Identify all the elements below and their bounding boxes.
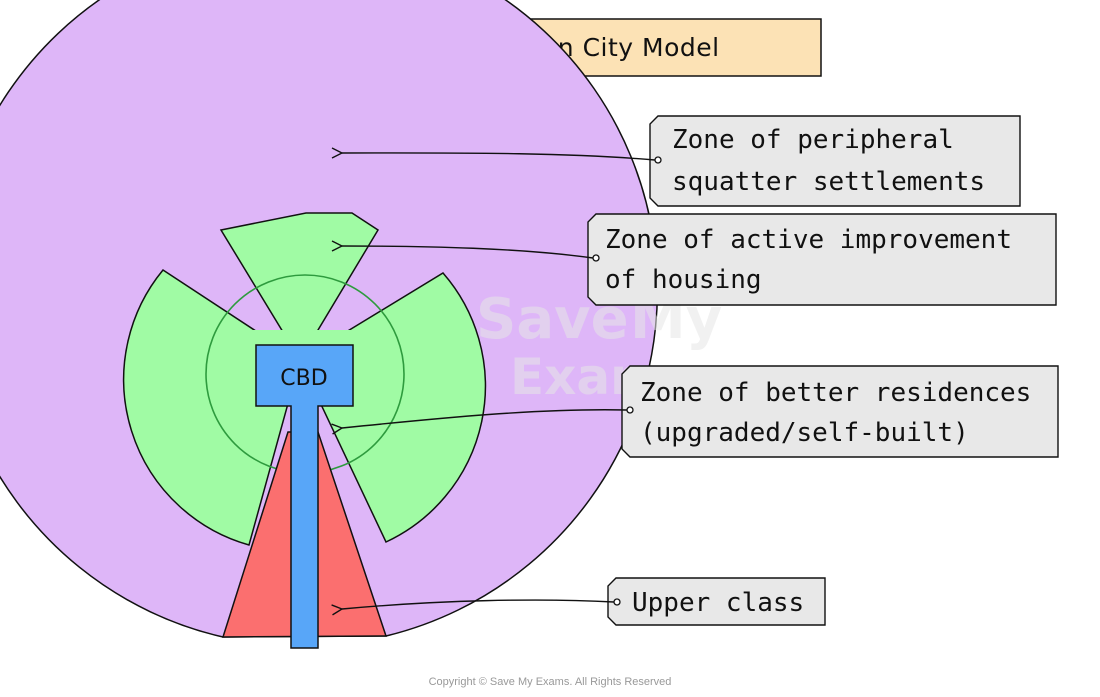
label-upper-class: Upper class [342,577,826,626]
label-line: Zone of active improvement [605,225,1012,255]
pointer-arrow [342,409,628,428]
label-line: of housing [605,265,762,295]
copyright-notice: Copyright © Save My Exams. All Rights Re… [429,676,672,688]
label-line: Zone of peripheral [672,125,954,155]
pointer-arrow [342,599,615,609]
label-box [621,365,1059,458]
label-line: (upgraded/self-built) [640,418,969,448]
pointer-arrow [342,246,594,259]
cbd-label: CBD [280,366,327,391]
label-line: squatter settlements [672,167,985,197]
label-box [587,213,1057,306]
label-line: Upper class [632,588,804,618]
label-peripheral-zone: Zone of peripheral squatter settlements [342,115,1021,207]
cbd-spine [255,344,354,649]
label-improvement-zone: Zone of active improvement of housing [342,213,1057,306]
label-line: Zone of better residences [640,378,1031,408]
cbd-block: CBD [255,344,354,649]
label-box [607,577,826,626]
pointer-arrow [342,153,656,161]
label-better-residences: Zone of better residences (upgraded/self… [342,365,1059,458]
label-box [649,115,1021,207]
